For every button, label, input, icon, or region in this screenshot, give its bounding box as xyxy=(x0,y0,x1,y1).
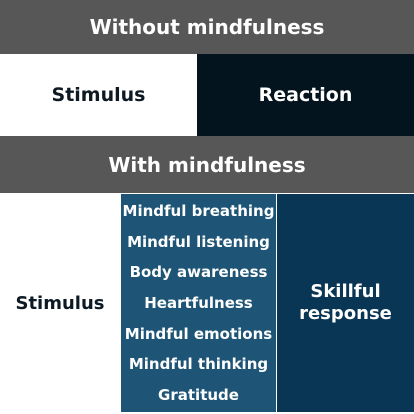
skillful-response-box: Skillful response xyxy=(277,194,414,412)
reaction-box: Reaction xyxy=(197,54,414,136)
practice-item: Mindful emotions xyxy=(124,324,273,343)
practice-item: Mindful listening xyxy=(127,232,270,251)
stimulus-label-bottom: Stimulus xyxy=(15,293,105,314)
practice-item: Body awareness xyxy=(129,263,268,282)
header-without-mindfulness: Without mindfulness xyxy=(0,0,414,54)
practice-item: Mindful thinking xyxy=(128,355,269,374)
practice-item: Gratitude xyxy=(158,385,239,404)
stimulus-label-top: Stimulus xyxy=(51,84,146,106)
mindfulness-practices-list: Mindful breathing Mindful listening Body… xyxy=(121,194,276,412)
header-with-mindfulness: With mindfulness xyxy=(0,136,414,193)
practice-item: Heartfulness xyxy=(144,293,253,312)
practice-item: Mindful breathing xyxy=(122,202,275,221)
